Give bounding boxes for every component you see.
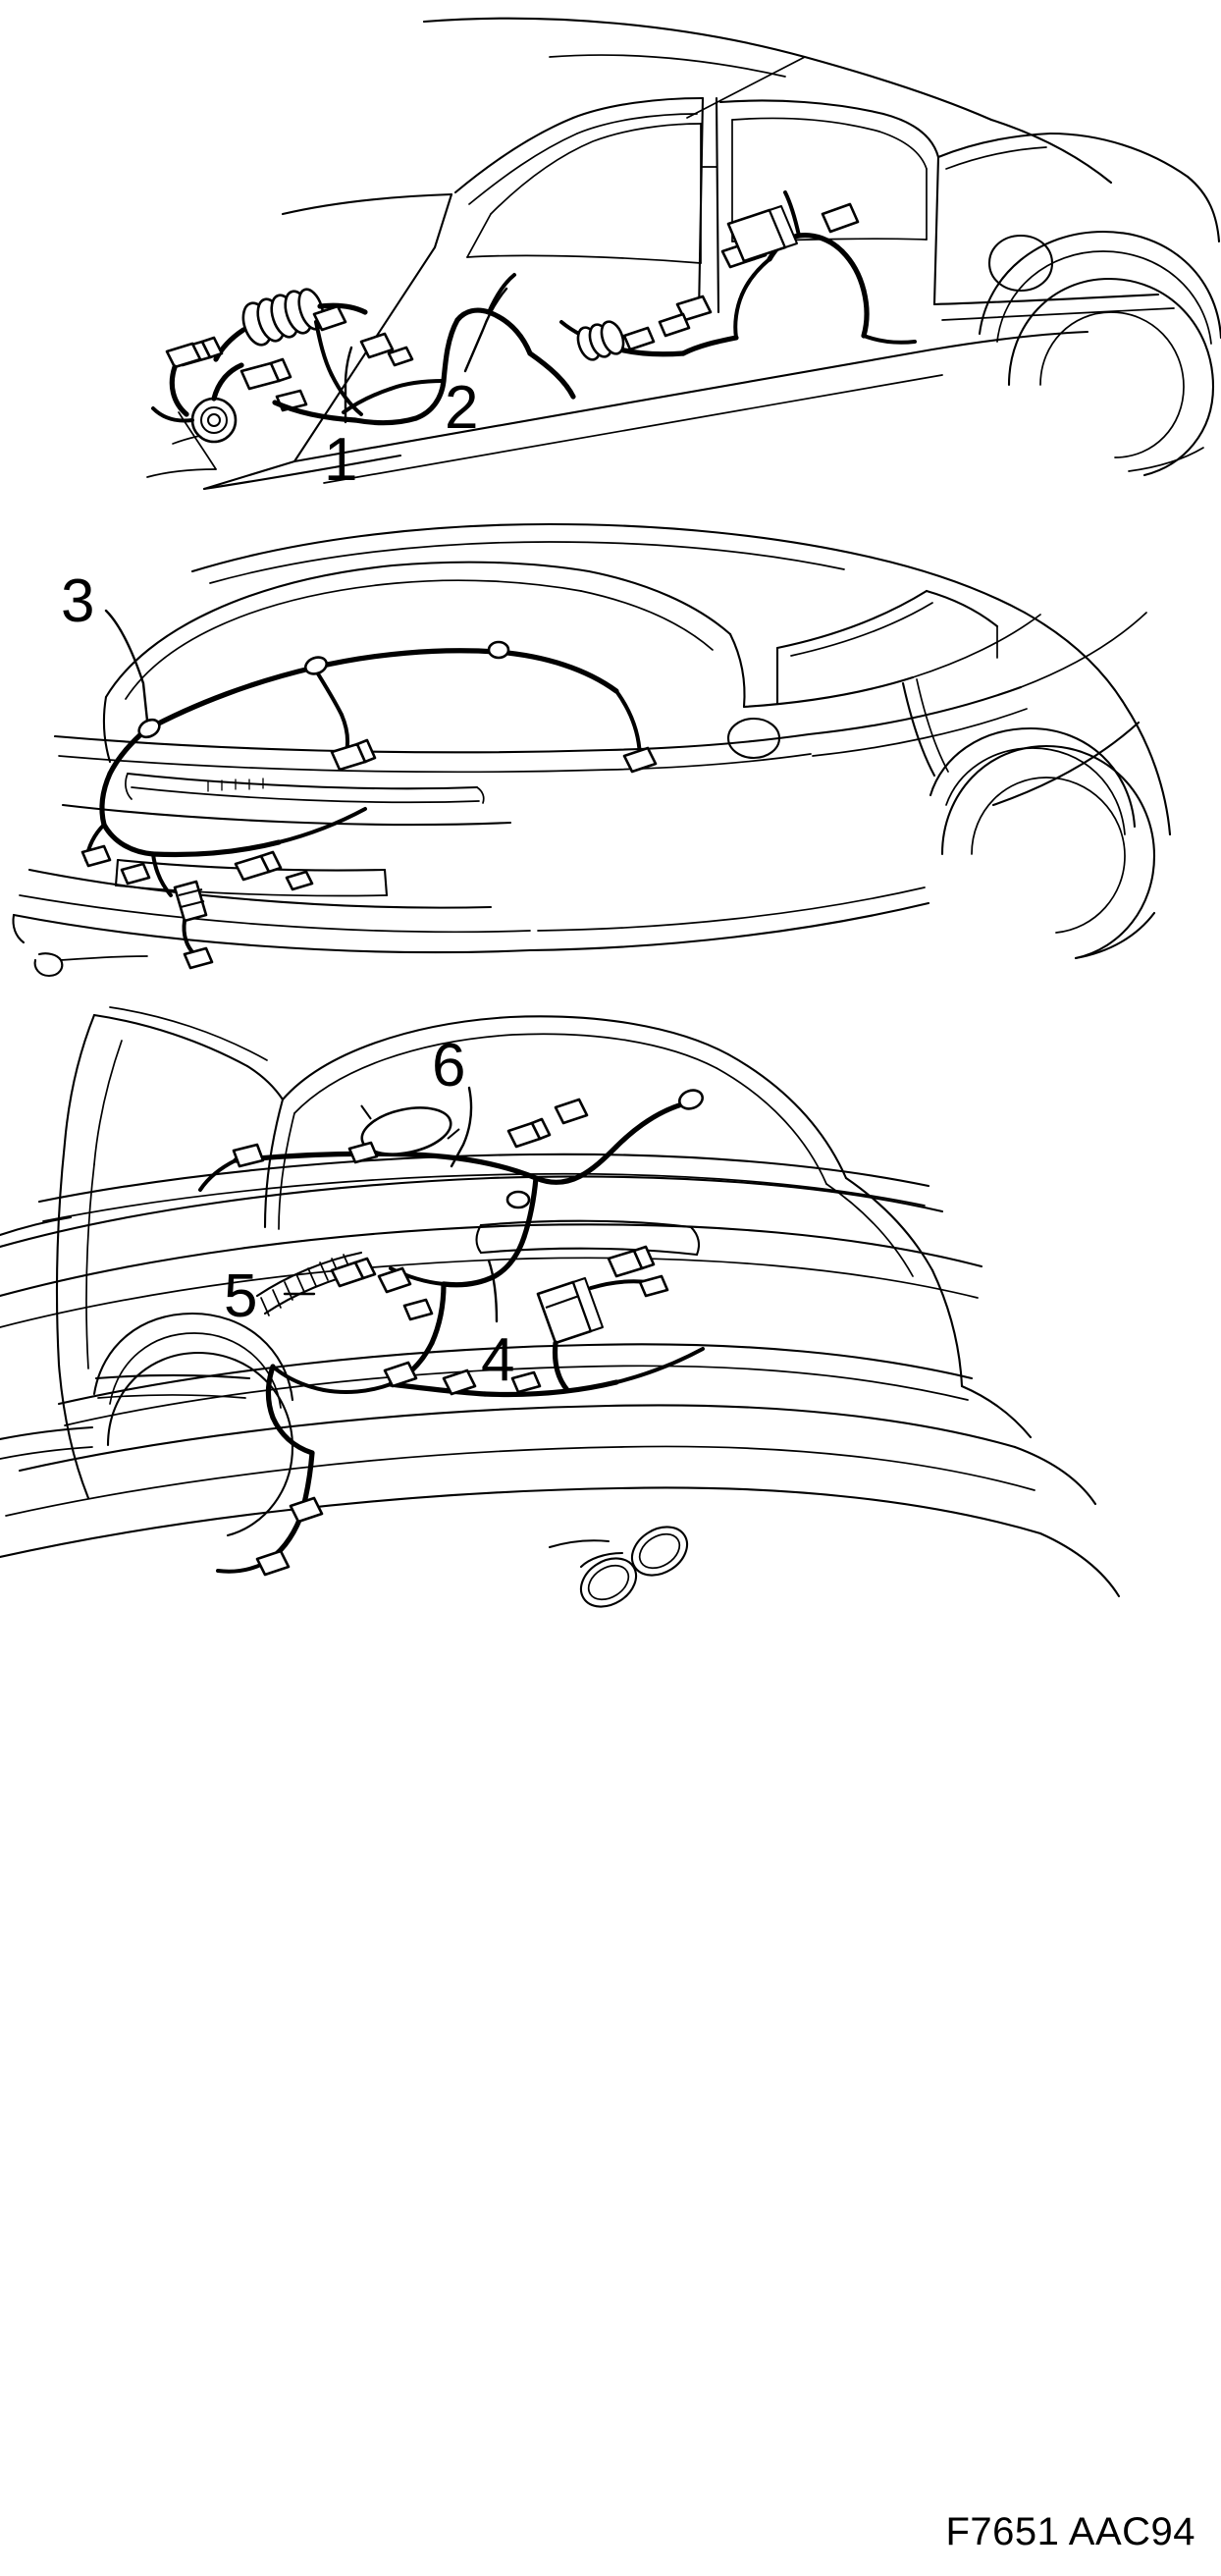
connector-block (234, 850, 283, 882)
harness-clip (304, 656, 328, 675)
connector-block (607, 1245, 656, 1278)
connector-block (638, 1274, 669, 1298)
connector-block (506, 1117, 552, 1149)
callout-leader-1 (344, 346, 353, 424)
callout-number-5: 5 (224, 1262, 258, 1330)
connector-block (255, 1549, 291, 1577)
callout-number-3: 3 (61, 567, 95, 635)
connector-block (658, 312, 691, 338)
connector-block (289, 1496, 324, 1524)
wiper-motor-spring (255, 1251, 371, 1316)
connector-block (359, 332, 395, 359)
callout-number-4: 4 (481, 1326, 515, 1394)
antenna-amplifier-module (360, 1104, 460, 1155)
connector-block (165, 342, 202, 369)
tailgate-lock-actuator (536, 1277, 604, 1345)
connector-block (510, 1370, 542, 1394)
connector-block (285, 870, 314, 891)
harness-clip (347, 1141, 379, 1164)
panel-1-drawing (146, 17, 1221, 491)
connector-block (183, 946, 214, 970)
connector-block (330, 738, 377, 772)
panel-rear-close-up-harnesses: 6 5 4 (0, 982, 1221, 2576)
harness-clip (137, 718, 161, 739)
callout-leader-6 (450, 1086, 473, 1168)
callout-number-6: 6 (432, 1032, 466, 1100)
connector-block (330, 1257, 377, 1288)
connector-block (377, 1266, 412, 1294)
panel-3-drawing (0, 1006, 1121, 1608)
panel-2-drawing (12, 522, 1172, 978)
exhaust-tips (548, 1526, 689, 1608)
callout-leader-4 (487, 1259, 499, 1323)
connector-block (383, 1361, 418, 1388)
harness-clip (678, 1089, 704, 1110)
callout-number-2: 2 (445, 374, 479, 442)
lamp-module (173, 880, 208, 923)
figure-caption: F7651 AAC94 (945, 2510, 1195, 2553)
connector-block (402, 1298, 434, 1321)
rear-door-grommet (576, 320, 625, 361)
rear-door-actuator (726, 205, 798, 263)
panel-tailgate-harness: 3 (0, 510, 1221, 982)
connector-block (387, 346, 414, 367)
panel-door-harnesses: 1 2 (0, 0, 1221, 510)
connector-block (554, 1098, 589, 1125)
callout-number-1: 1 (324, 426, 358, 494)
connector-block (821, 202, 860, 234)
connector-block (622, 746, 658, 774)
harness-clip (487, 640, 510, 660)
connector-block (312, 304, 347, 332)
harness-clip (505, 1190, 531, 1209)
high-mount-brake-lamp (475, 1219, 701, 1257)
door-lock-actuator (190, 397, 238, 444)
callout-leader-2 (463, 287, 508, 373)
harness-clip (232, 1143, 265, 1168)
connector-block (622, 326, 656, 351)
connector-block (120, 862, 151, 886)
connector-block (80, 844, 112, 868)
connector-block (239, 357, 292, 391)
connector-block (442, 1368, 477, 1396)
callout-leader-3 (104, 609, 149, 723)
